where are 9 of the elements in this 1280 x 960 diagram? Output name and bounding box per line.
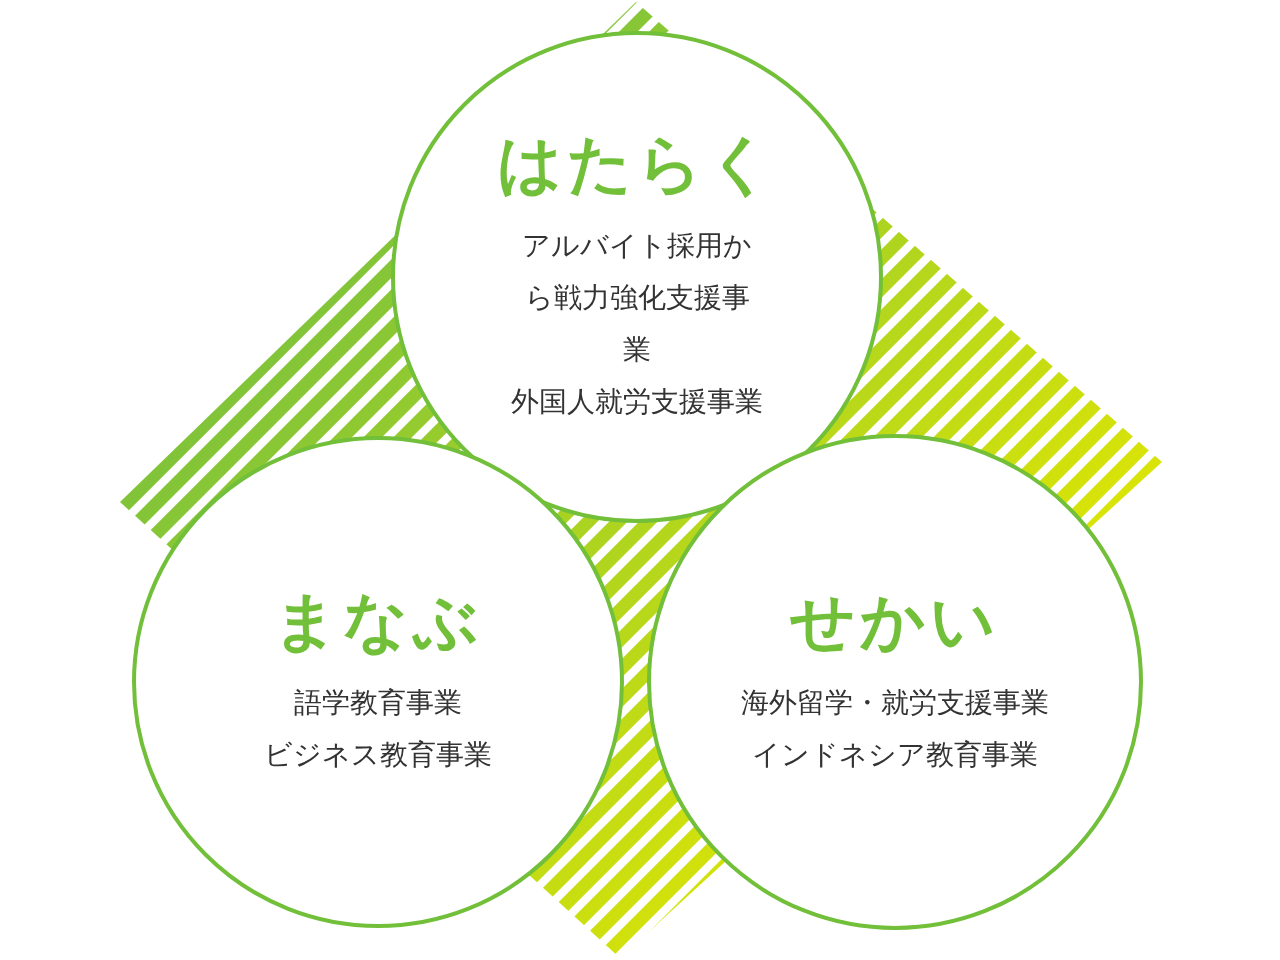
description-text: 語学教育事業: [294, 685, 462, 722]
description-text: インドネシア教育事業: [752, 737, 1038, 774]
description-text: 海外留学・就労支援事業: [741, 685, 1049, 722]
description-text: アルバイト採用から戦力強化支援事業: [521, 228, 753, 369]
circle-heading: せかい: [790, 582, 1000, 660]
circle-heading: はたらく: [497, 125, 777, 203]
description-text: 外国人就労支援事業: [511, 384, 763, 421]
description-text: ビジネス教育事業: [264, 737, 492, 774]
circle-heading: まなぶ: [273, 582, 483, 660]
